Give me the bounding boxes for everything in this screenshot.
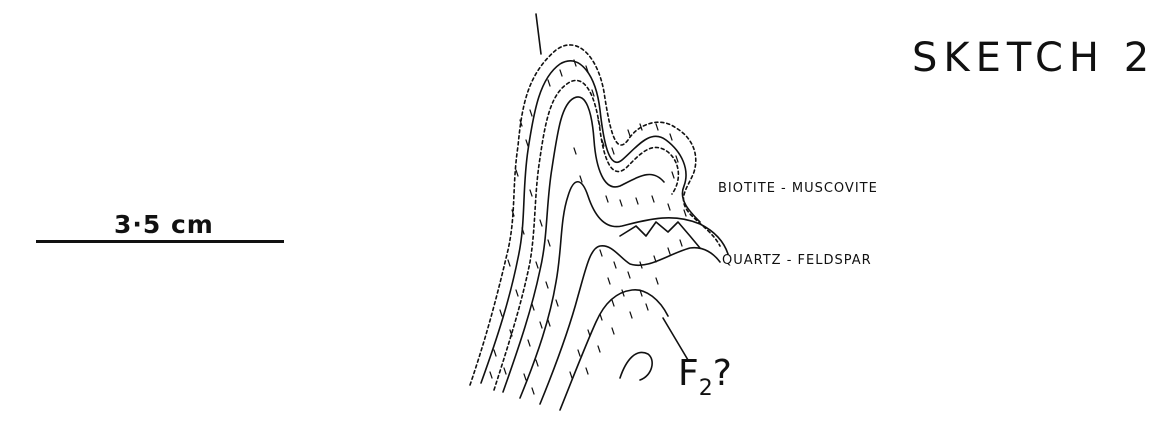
f2-leader-line	[663, 318, 688, 360]
outer-dotted-boundary	[470, 45, 720, 385]
stipple-patch-5	[574, 148, 686, 216]
fold-line-5	[560, 290, 668, 410]
fold-line-2	[503, 97, 664, 392]
fold-line-4	[540, 246, 720, 404]
f2-closure	[620, 352, 652, 380]
stipple-patch-3	[524, 220, 558, 394]
fold-line-3	[520, 182, 728, 398]
top-trace-line	[536, 14, 541, 54]
jagged-boundary	[620, 222, 700, 248]
